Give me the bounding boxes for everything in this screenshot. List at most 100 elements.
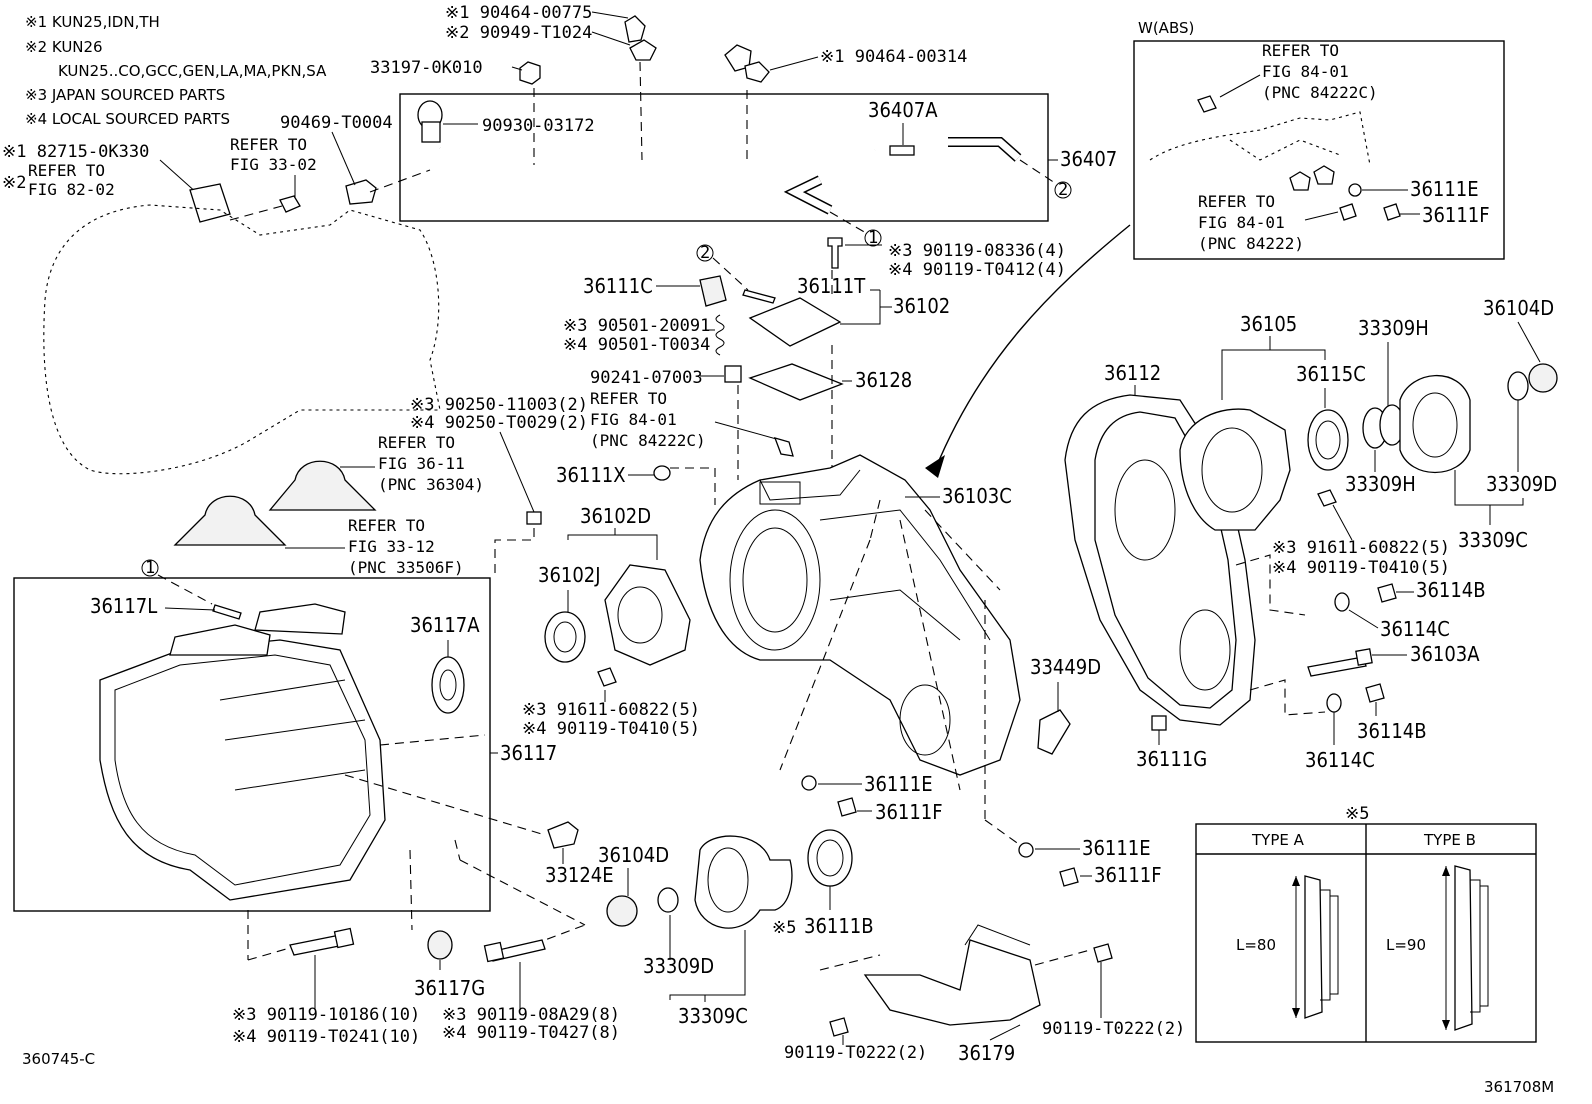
ref-circle-1: 1 — [868, 228, 878, 248]
label-36112: 36112 — [1104, 361, 1161, 385]
transmission-outline — [43, 204, 441, 475]
bracket-36179: 90119-T0222(2) 90119-T0222(2) 36179 — [784, 924, 1185, 1065]
bolt-90119-t0222-b-icon — [1093, 943, 1113, 963]
label-36111X: 36111X — [556, 463, 626, 487]
bolt-36111f-b-icon — [1059, 867, 1079, 887]
note-1: ※1 KUN25,IDN,TH — [25, 13, 160, 31]
label-90119-T0412: ※4 90119-T0412(4) — [888, 260, 1066, 280]
ref-wabs2-line3: (PNC 84222) — [1198, 234, 1304, 253]
seal-type-b-icon — [1454, 865, 1473, 1031]
shift-cover-parts: 36111C 2 36111T 36102 ※3 90119-08336(4) … — [563, 237, 1066, 480]
label-33197-0K010: 33197-0K010 — [370, 58, 483, 78]
label-90501-T0034: ※4 90501-T0034 — [563, 335, 710, 355]
case-36117-box — [13, 577, 491, 912]
label-length-a: L=80 — [1236, 936, 1276, 954]
bolt-91611-b-icon — [1317, 489, 1337, 507]
label-36103C: 36103C — [942, 484, 1012, 508]
ref-circle-2b: 2 — [700, 243, 710, 263]
label-90464-00314: ※1 90464-00314 — [820, 47, 967, 67]
clip-icon-3 — [629, 39, 657, 61]
label-90119-T0241: ※4 90119-T0241(10) — [232, 1027, 420, 1047]
label-36114B-a: 36114B — [1416, 578, 1486, 602]
clip-icon — [519, 61, 541, 85]
seal-36102j-icon — [544, 611, 586, 663]
label-90119-T0410-a: ※4 90119-T0410(5) — [522, 719, 700, 739]
label-90119-T0410-b: ※4 90119-T0410(5) — [1272, 558, 1450, 578]
label-90250-11003: ※3 90250-11003(2) — [410, 395, 588, 415]
transfer-case-36103c: 36103C — [699, 454, 1021, 846]
wabs-inset: W(ABS) REFER TO FIG 84-01 (PNC 84222C) 3… — [1133, 19, 1505, 260]
type-table: ※5 TYPE A TYPE B L=80 L=90 — [1195, 804, 1537, 1043]
ref-fig84-01-line2: FIG 84-01 — [590, 410, 677, 429]
bolt-icon — [279, 195, 301, 213]
case-36117: 36117L 1 36117A — [90, 558, 480, 901]
rear-case-group: 36112 36105 36115C 33309H 33309H 36104D … — [1064, 296, 1558, 772]
label-mark5b: ※5 — [1345, 804, 1369, 824]
label-36114B-b: 36114B — [1357, 719, 1427, 743]
label-mark2: ※2 — [2, 173, 26, 193]
ref-fig36-11-line2: FIG 36-11 — [378, 454, 465, 473]
boot-36304-icon — [268, 460, 377, 511]
label-36111G: 36111G — [1136, 747, 1207, 771]
boot-references: REFER TO FIG 36-11 (PNC 36304) REFER TO … — [173, 395, 588, 577]
hose-clips — [345, 15, 770, 205]
washer-36114c-b-icon — [1326, 693, 1342, 713]
hose-labels: ※1 90464-00775 ※2 90949-T1024 33197-0K01… — [280, 3, 1117, 248]
bolt-91611-icon — [597, 667, 617, 687]
label-36111E-c: 36111E — [1410, 177, 1479, 201]
ref-fig84-01-line3: (PNC 84222C) — [590, 431, 706, 450]
label-36104D-b: 36104D — [1483, 296, 1554, 320]
applicability-notes: ※1 KUN25,IDN,TH ※2 KUN26 KUN25..CO,GCC,G… — [25, 13, 327, 128]
bracket-36179-icon — [863, 939, 1041, 1026]
label-36103A: 36103A — [1410, 642, 1480, 666]
ref-fig36-11-line1: REFER TO — [378, 433, 455, 452]
ref-fig36-11-line3: (PNC 36304) — [378, 475, 484, 494]
washer-33309d-icon — [657, 887, 679, 913]
figure-code-right: 361708M — [1484, 1078, 1554, 1096]
wabs-pointer-arrow — [934, 224, 1131, 471]
nut-36104d-icon — [606, 895, 638, 927]
label-36102D: 36102D — [580, 504, 651, 528]
case-body-icon — [99, 639, 386, 901]
clip-icon-5 — [744, 61, 770, 83]
boot-33506f-icon — [173, 495, 287, 546]
nut-36104d-b-icon — [1528, 363, 1558, 393]
ref-fig33-02-line2: FIG 33-02 — [230, 155, 317, 174]
label-90119-08336: ※3 90119-08336(4) — [888, 241, 1066, 261]
pin-90250-icon — [526, 511, 542, 525]
bolt-36114b-b-icon — [1365, 683, 1385, 703]
label-91611-60822-b: ※3 91611-60822(5) — [1272, 538, 1450, 558]
ref-fig82-02-line1: REFER TO — [28, 161, 105, 180]
flange-33309c-icon — [694, 835, 793, 929]
label-36117: 36117 — [500, 741, 557, 765]
label-36111F-a: 36111F — [875, 800, 943, 824]
label-91611-60822-a: ※3 91611-60822(5) — [522, 700, 700, 720]
clip-icon-4 — [724, 44, 752, 72]
label-36111F-c: 36111F — [1422, 203, 1490, 227]
plug-36111e-c-icon — [1348, 183, 1362, 197]
pin-36117l-icon — [212, 604, 242, 620]
ref-wabs-fig84-01-line3: (PNC 84222C) — [1262, 83, 1378, 102]
bearing-36117a-icon — [431, 656, 465, 714]
note-4: ※4 LOCAL SOURCED PARTS — [25, 110, 230, 128]
cover-36102-icon — [748, 297, 842, 347]
figure-code-left: 360745-C — [22, 1050, 95, 1068]
label-36115C: 36115C — [1296, 362, 1366, 386]
label-36111E-b: 36111E — [1082, 836, 1151, 860]
label-36102: 36102 — [893, 294, 950, 318]
label-type-a: TYPE A — [1251, 831, 1305, 849]
spring-icon — [715, 314, 725, 356]
seal-36115c-icon — [1307, 409, 1349, 471]
label-90119-10186: ※3 90119-10186(10) — [232, 1005, 420, 1025]
washer-36114c-icon — [1334, 592, 1350, 612]
plug-36117g-icon — [427, 930, 453, 960]
sensor-84222c-wabs-icon — [1197, 95, 1217, 113]
label-90119-T0427: ※4 90119-T0427(8) — [442, 1023, 620, 1043]
label-mark5a: ※5 — [772, 918, 796, 938]
wabs-box — [1133, 40, 1505, 260]
retainer-36102d-icon — [604, 564, 691, 666]
seal-type-a-icon — [1304, 875, 1323, 1019]
label-length-b: L=90 — [1386, 936, 1426, 954]
clip-33124e-icon — [547, 821, 579, 849]
label-90241-07003: 90241-07003 — [590, 368, 703, 388]
